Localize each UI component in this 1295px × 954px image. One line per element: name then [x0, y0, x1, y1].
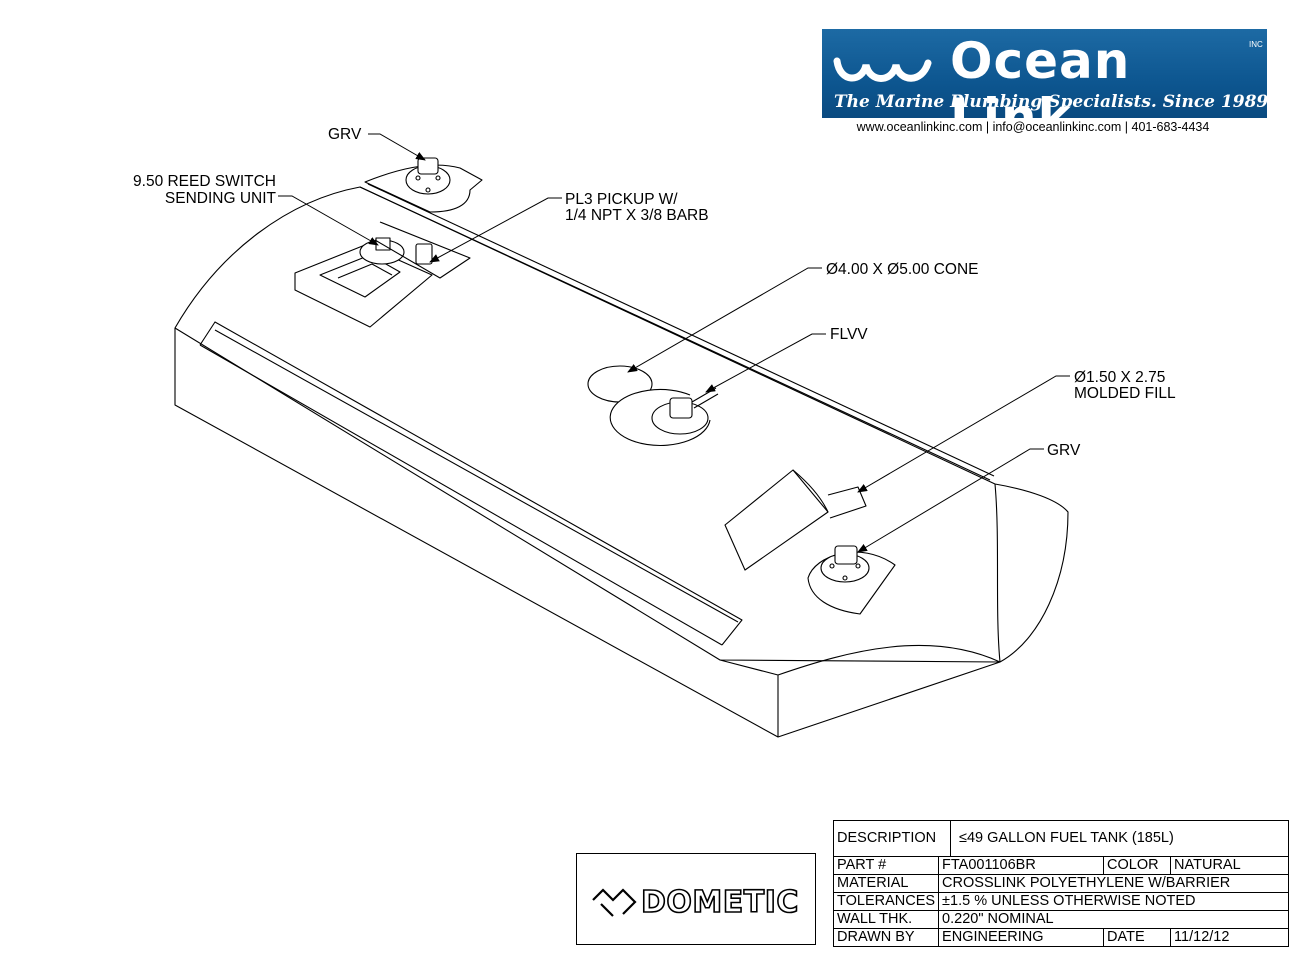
description-value: ≤49 GALLON FUEL TANK (185L) — [950, 820, 1289, 857]
logo-inc: INC — [1249, 40, 1263, 49]
title-block-details: PART # FTA001106BR COLOR NATURAL MATERIA… — [832, 856, 1289, 947]
tolerances-label: TOLERANCES — [832, 892, 940, 911]
callout-reed-line1: 9.50 REED SWITCH — [133, 173, 276, 190]
tolerances-value: ±1.5 % UNLESS OTHERWISE NOTED — [938, 892, 1289, 911]
logo-tagline: The Marine Plumbing Specialists. Since 1… — [834, 92, 1269, 112]
callout-flvv: FLVV — [830, 326, 868, 343]
wall-label: WALL THK. — [832, 910, 940, 929]
logo-name: Ocean Link — [950, 32, 1131, 146]
callout-reed-line2: SENDING UNIT — [165, 190, 277, 207]
dometic-wordmark: DOMETIC — [640, 884, 799, 921]
material-value: CROSSLINK POLYETHYLENE W/BARRIER — [938, 874, 1289, 893]
leader-grv-top — [368, 133, 426, 161]
leader-grv-bottom — [857, 448, 1044, 553]
date-label: DATE — [1103, 928, 1172, 947]
callout-grv-bottom: GRV — [1047, 442, 1081, 459]
description-label: DESCRIPTION — [833, 820, 951, 857]
part-value: FTA001106BR — [938, 856, 1105, 875]
dometic-chevron-icon — [592, 888, 637, 917]
wall-value: 0.220" NOMINAL — [938, 910, 1289, 929]
leader-fill — [857, 375, 1070, 493]
callout-cone: Ø4.00 X Ø5.00 CONE — [826, 261, 979, 278]
dometic-logo-box: DOMETIC — [576, 853, 816, 945]
part-label: PART # — [832, 856, 940, 875]
callout-fill-line1: Ø1.50 X 2.75 — [1074, 369, 1165, 386]
leader-flvv — [705, 333, 826, 393]
sending-unit-fitting — [294, 221, 471, 328]
leader-reed — [278, 195, 379, 246]
drawn-value: ENGINEERING — [938, 928, 1105, 947]
material-label: MATERIAL — [832, 874, 940, 893]
grv-top-fitting — [364, 157, 483, 213]
color-value: NATURAL — [1170, 856, 1289, 875]
molded-fill — [724, 469, 867, 571]
date-value: 11/12/12 — [1170, 928, 1289, 947]
callout-fill-line2: MOLDED FILL — [1074, 385, 1176, 402]
title-block-description: DESCRIPTION ≤49 GALLON FUEL TANK (185L) — [833, 820, 1289, 857]
ocean-link-logo: Ocean Link INC The Marine Plumbing Speci… — [822, 29, 1269, 145]
callout-grv-top: GRV — [328, 126, 362, 143]
flvv-fitting — [609, 387, 719, 447]
callout-pickup-line2: 1/4 NPT X 3/8 BARB — [565, 207, 709, 224]
callout-pickup-line1: PL3 PICKUP W/ — [565, 191, 678, 208]
leader-pickup — [429, 197, 562, 263]
leader-cone — [627, 267, 822, 373]
drawn-label: DRAWN BY — [832, 928, 940, 947]
wave-icon — [833, 57, 932, 82]
grv-bottom-fitting — [807, 545, 896, 615]
color-label: COLOR — [1103, 856, 1172, 875]
contact-line: www.oceanlinkinc.com | info@oceanlinkinc… — [856, 120, 1210, 134]
